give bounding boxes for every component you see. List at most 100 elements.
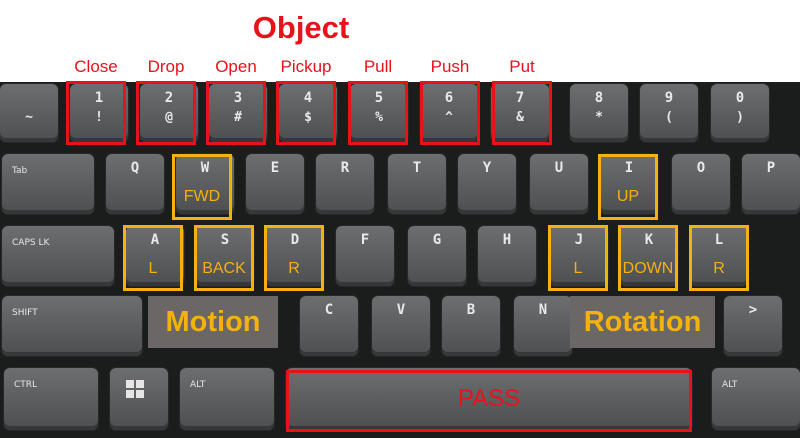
- key-v-legend: V: [396, 302, 406, 318]
- tilde-key: ~: [0, 84, 58, 142]
- key-c-legend: C: [324, 302, 334, 318]
- motion-title: Motion: [148, 296, 278, 348]
- object-highlight-close: [66, 81, 126, 145]
- pass-spacebar-highlight: PASS: [286, 370, 692, 432]
- rotation-right-highlight: [689, 225, 749, 291]
- object-highlight-pull: [348, 81, 408, 145]
- key-n: N: [514, 296, 572, 356]
- key-n-legend: N: [538, 302, 548, 318]
- key-i: I: [600, 154, 658, 214]
- rotation-up-label: UP: [616, 188, 640, 205]
- key-r: R: [316, 154, 374, 214]
- number-key-8-legend: 8: [594, 90, 604, 106]
- rotation-title: Rotation: [570, 296, 715, 348]
- key-k-legend: K: [644, 232, 654, 248]
- number-key-7-shift-legend: &: [516, 110, 524, 125]
- key-l: L: [690, 226, 748, 286]
- object-highlight-push: [420, 81, 480, 145]
- number-key-8: 8*: [570, 84, 628, 142]
- motion-back-label: BACK: [202, 260, 246, 277]
- key-y: Y: [458, 154, 516, 214]
- object-label-drop: Drop: [147, 57, 185, 76]
- key-q: Q: [106, 154, 164, 214]
- motion-right-highlight: [264, 225, 324, 291]
- key-o: O: [672, 154, 730, 214]
- object-label-open: Open: [215, 57, 257, 76]
- key-i-legend: I: [624, 160, 634, 176]
- number-key-0: 0): [711, 84, 769, 142]
- key-j-legend: J: [574, 232, 584, 248]
- number-key-0-legend: 0: [735, 90, 745, 106]
- object-highlight-drop: [136, 81, 196, 145]
- key-p: P: [742, 154, 800, 214]
- number-key-0-shift-legend: ): [736, 110, 744, 125]
- number-key-1-shift-legend: !: [95, 110, 103, 125]
- key-b-legend: B: [466, 302, 476, 318]
- number-key-5-shift-legend: %: [375, 110, 383, 125]
- key-l-legend: L: [714, 232, 724, 248]
- windows-logo-icon: [126, 380, 144, 398]
- number-key-2: 2@: [140, 84, 198, 142]
- number-key-2-legend: 2: [164, 90, 174, 106]
- key-e-legend: E: [270, 160, 280, 176]
- key-t: T: [388, 154, 446, 214]
- key-period-legend: >: [748, 302, 758, 318]
- tab-key-legend: Tab: [12, 166, 28, 176]
- key-period: >: [724, 296, 782, 356]
- ctrl-key: CTRL: [4, 368, 98, 430]
- key-r-legend: R: [340, 160, 350, 176]
- object-label-put: Put: [509, 57, 535, 76]
- object-highlight-pickup: [276, 81, 336, 145]
- shift-key-legend: SHIFT: [12, 308, 38, 318]
- key-t-legend: T: [412, 160, 422, 176]
- motion-fwd-highlight: [172, 154, 232, 220]
- key-w: W: [176, 154, 234, 214]
- number-key-6: 6^: [420, 84, 478, 142]
- alt-left-key: ALT: [180, 368, 274, 430]
- motion-left-highlight: [123, 225, 183, 291]
- number-key-2-shift-legend: @: [165, 110, 173, 125]
- number-key-4-shift-legend: $: [304, 110, 312, 125]
- motion-fwd-label: FWD: [183, 188, 221, 205]
- key-f-legend: F: [360, 232, 370, 248]
- key-d-legend: D: [290, 232, 300, 248]
- key-s: S: [196, 226, 254, 286]
- alt-right-key: ALT: [712, 368, 800, 430]
- number-key-5-legend: 5: [374, 90, 384, 106]
- number-key-5: 5%: [350, 84, 408, 142]
- number-key-6-shift-legend: ^: [445, 110, 453, 125]
- rotation-right-label: R: [713, 260, 725, 277]
- key-d: D: [266, 226, 324, 286]
- rotation-down-label: DOWN: [622, 260, 674, 277]
- number-key-3-legend: 3: [233, 90, 243, 106]
- key-h: H: [478, 226, 536, 286]
- number-key-6-legend: 6: [444, 90, 454, 106]
- rotation-left-highlight: [548, 225, 608, 291]
- object-label-close: Close: [74, 57, 118, 76]
- key-k: K: [620, 226, 678, 286]
- number-key-9: 9(: [640, 84, 698, 142]
- number-key-4-legend: 4: [303, 90, 313, 106]
- object-label-push: Push: [430, 57, 470, 76]
- key-u-legend: U: [554, 160, 564, 176]
- motion-right-label: R: [288, 260, 300, 277]
- alt-left-key-legend: ALT: [190, 380, 206, 390]
- number-key-7: 7&: [491, 84, 549, 142]
- number-key-3: 3#: [209, 84, 267, 142]
- motion-left-label: L: [148, 260, 158, 277]
- key-f: F: [336, 226, 394, 286]
- number-key-7-legend: 7: [515, 90, 525, 106]
- number-key-8-shift-legend: *: [595, 110, 603, 125]
- number-key-1-legend: 1: [94, 90, 104, 106]
- key-y-legend: Y: [482, 160, 492, 176]
- rotation-down-highlight: [618, 225, 678, 291]
- key-w-legend: W: [200, 160, 210, 176]
- motion-back-highlight: [194, 225, 254, 291]
- object-highlight-put: [492, 81, 552, 145]
- key-v: V: [372, 296, 430, 356]
- shift-key: SHIFT: [2, 296, 142, 356]
- number-key-1: 1!: [70, 84, 128, 142]
- key-e: E: [246, 154, 304, 214]
- key-o-legend: O: [696, 160, 706, 176]
- rotation-left-label: L: [573, 260, 583, 277]
